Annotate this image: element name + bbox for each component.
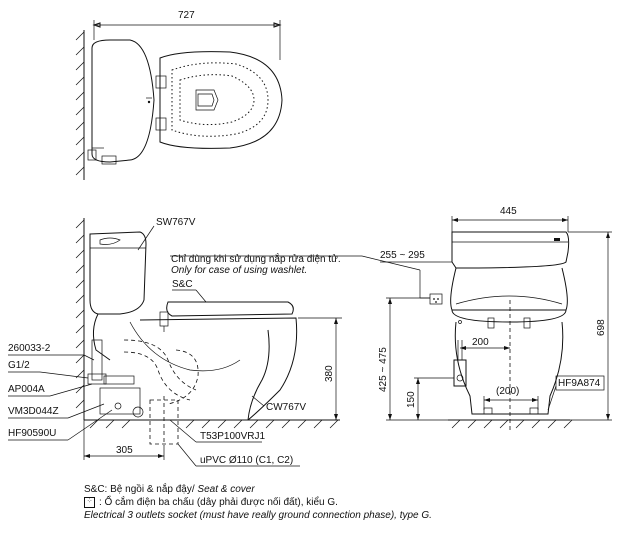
label-hf9a874: HF9A874 — [558, 378, 601, 389]
top-view: 727 — [75, 10, 283, 180]
label-260033-2: 260033-2 — [8, 343, 51, 354]
label-sw767v: SW767V — [156, 217, 196, 228]
dim-305: 305 — [116, 445, 133, 456]
label-ap004a: AP004A — [8, 384, 45, 395]
legend-socket-vi: : Ổ cắm điện ba chấu (dây phải được nối … — [99, 497, 338, 508]
wall-hatch-top — [75, 31, 85, 176]
legend-sc-text: S&C: Bệ ngồi & nắp đậy/ — [84, 484, 198, 495]
note-washlet-en: Only for case of using washlet. — [171, 265, 307, 276]
dim-380: 380 — [324, 365, 335, 382]
floor-hatch-front — [451, 419, 573, 429]
front-view: 445 255 ~ 295 698 200 425 ~ 475 150 (200 — [378, 206, 612, 430]
legend-sc-en: Seat & cover — [197, 484, 255, 495]
dim-425-475: 425 ~ 475 — [378, 347, 389, 392]
label-vm3d044z: VM3D044Z — [8, 406, 59, 417]
dim-200: 200 — [472, 337, 489, 348]
label-sc: S&C — [172, 279, 193, 290]
label-hf90590u: HF90590U — [8, 428, 56, 439]
note-washlet-vi: Chỉ dùng khi sử dụng nắp rửa điện tử. — [171, 252, 341, 265]
legend-sc-row: S&C: Bệ ngồi & nắp đậy/ Seat & cover — [84, 483, 432, 496]
socket-icon — [429, 293, 443, 305]
label-g1-2: G1/2 — [8, 360, 30, 371]
label-upvc: uPVC Ø110 (C1, C2) — [200, 455, 293, 466]
socket-icon: ⁘ — [84, 496, 95, 508]
label-cw767v: CW767V — [266, 402, 306, 413]
side-view: SW767V Chỉ dùng khi sử dụng nắp rửa điện… — [8, 217, 421, 467]
wall-hatch-side — [75, 219, 85, 409]
dim-698: 698 — [596, 319, 607, 336]
dim-200-paren: (200) — [496, 386, 519, 397]
label-t53p100vrj1: T53P100VRJ1 — [200, 431, 265, 442]
legend: S&C: Bệ ngồi & nắp đậy/ Seat & cover ⁘ : … — [84, 483, 432, 522]
dim-445: 445 — [500, 206, 517, 217]
dim-255-295: 255 ~ 295 — [380, 250, 425, 261]
legend-socket-en: Electrical 3 outlets socket (must have r… — [84, 510, 432, 521]
floor-hatch-side — [89, 419, 339, 429]
legend-socket-row: ⁘ : Ổ cắm điện ba chấu (dây phải được nối… — [84, 496, 432, 509]
dim-727: 727 — [178, 10, 195, 21]
dim-150: 150 — [406, 391, 417, 408]
